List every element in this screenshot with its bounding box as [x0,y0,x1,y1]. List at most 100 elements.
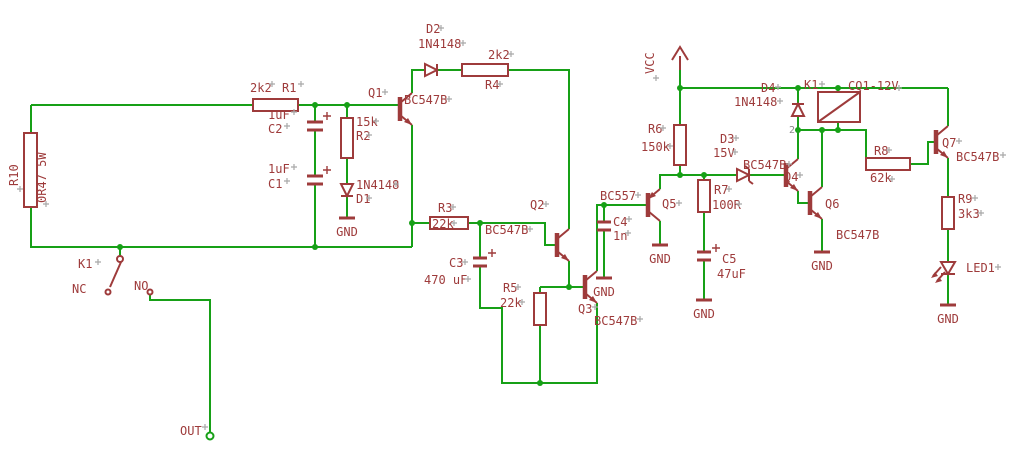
C2-value-label: 1uF [268,108,290,122]
R10-name-label: R10 [7,164,21,186]
R3-resistor[interactable]: R3 22k [429,201,469,231]
gnd-label: GND [336,225,358,239]
K1-relay-coil[interactable]: K1 CQ1-12V 2 [789,78,899,136]
gnd-label: GND [693,307,715,321]
LED1-led[interactable]: LED1 [931,261,995,283]
C4-capacitor[interactable]: C4 1n [597,215,627,243]
Q6-transistor[interactable]: Q6 BC547B [807,186,879,242]
gnd-symbol-5[interactable]: GND [811,250,833,273]
R7-name-label: R7 [714,183,728,197]
R5-name-label: R5 [503,281,517,295]
junction-dots [117,85,841,386]
R8-resistor[interactable]: R8 62k [865,144,911,185]
D1-diode[interactable]: 1N4148 D1 [339,178,399,206]
Q1-value-label: BC547B [404,93,447,107]
R5-resistor[interactable]: R5 22k [500,281,547,326]
net-wires [30,69,949,432]
C5-capacitor[interactable]: C5 47uF [697,250,746,281]
C3-capacitor[interactable]: C3 470 uF [424,256,487,287]
out-label: OUT [180,424,202,438]
K1-coil-pin2-number: 2 [789,125,795,136]
D2-value-label: 1N4148 [418,37,461,51]
Q4-transistor[interactable]: BC547B Q4 [743,158,799,192]
R6-value-label: 150k [641,140,671,154]
LED1-name-label: LED1 [966,261,995,275]
D2-name-label: D2 [426,22,440,36]
R2-resistor[interactable]: 15k R2 [340,115,378,159]
C1-capacitor[interactable]: 1uF C1 [268,162,323,191]
R9-value-label: 3k3 [958,207,980,221]
C3-name-label: C3 [449,256,463,270]
K1-coil-name-label: K1 [804,78,818,92]
out-net-pin[interactable]: OUT [180,424,215,441]
R6-resistor[interactable]: R6 150k [641,122,687,166]
C3-value-label: 470 uF [424,273,467,287]
Q3-transistor[interactable]: Q3 BC547B [578,270,637,328]
R7-value-label: 100R [712,198,742,212]
C2-capacitor[interactable]: 1uF C2 [268,108,323,136]
Q7-name-label: Q7 [942,136,956,150]
gnd-label: GND [937,312,959,326]
R3-value-label: 22k [432,217,454,231]
Q5-transistor[interactable]: BC557 Q5 [600,188,676,222]
Q4-name-label: Q4 [784,170,798,184]
gnd-symbol-1[interactable]: GND [336,216,358,239]
R2-value-label: 15k [356,115,378,129]
C1-name-label: C1 [268,177,282,191]
R7-resistor[interactable]: R7 100R [697,179,742,213]
R4-resistor[interactable]: 2k2 R4 [461,48,510,92]
R1-resistor[interactable]: 2k2 R1 [250,81,299,112]
R1-value-label: 2k2 [250,81,272,95]
Q6-value-label: BC547B [836,228,879,242]
C5-name-label: C5 [722,252,736,266]
gnd-label: GND [811,259,833,273]
gnd-symbol-6[interactable]: GND [937,303,959,326]
R2-name-label: R2 [356,129,370,143]
D4-value-label: 1N4148 [734,95,777,109]
gnd-label: GND [593,285,615,299]
vcc-symbol[interactable]: VCC [643,45,689,74]
D3-zener-diode[interactable]: D3 15V [713,132,754,185]
K1-contact-nc-label: NC [72,282,86,296]
Q7-value-label: BC547B [956,150,999,164]
Q1-transistor[interactable]: Q1 BC547B [368,86,447,126]
R9-resistor[interactable]: R9 3k3 [941,192,980,230]
D4-name-label: D4 [761,81,775,95]
Q5-name-label: Q5 [662,197,676,211]
D4-diode[interactable]: D4 1N4148 [734,81,806,117]
D2-diode[interactable]: D2 1N4148 [418,22,461,78]
polarity-plus-marks [323,112,720,257]
R10-resistor[interactable]: R10 0R47 5W [7,132,49,208]
R10-value-label: 0R47 5W [35,152,49,203]
R3-name-label: R3 [438,201,452,215]
R5-value-label: 22k [500,296,522,310]
origin-crosses [17,25,1006,430]
R4-value-label: 2k2 [488,48,510,62]
D1-value-label: 1N4148 [356,178,399,192]
Q5-value-label: BC557 [600,189,636,203]
gnd-symbol-3[interactable]: GND [649,243,671,266]
R8-name-label: R8 [874,144,888,158]
C2-name-label: C2 [268,122,282,136]
K1-coil-value-label: CQ1-12V [848,79,899,93]
K1-contact-name-label: K1 [78,257,92,271]
Q3-value-label: BC547B [594,314,637,328]
R1-name-label: R1 [282,81,296,95]
gnd-symbol-4[interactable]: GND [693,298,715,321]
Q1-name-label: Q1 [368,86,382,100]
D1-name-label: D1 [356,192,370,206]
Q2-name-label: Q2 [530,198,544,212]
R4-name-label: R4 [485,78,499,92]
D3-value-label: 15V [713,146,735,160]
gnd-symbol-2[interactable]: GND [593,276,615,299]
K1-relay-contact[interactable]: K1 NC NO [72,255,154,296]
Q2-transistor[interactable]: Q2 BC547B [485,198,570,262]
Q6-name-label: Q6 [825,197,839,211]
Q7-transistor[interactable]: Q7 BC547B [933,125,999,164]
R6-name-label: R6 [648,122,662,136]
Q3-name-label: Q3 [578,302,592,316]
C4-value-label: 1n [613,229,627,243]
K1-contact-no-label: NO [134,279,148,293]
